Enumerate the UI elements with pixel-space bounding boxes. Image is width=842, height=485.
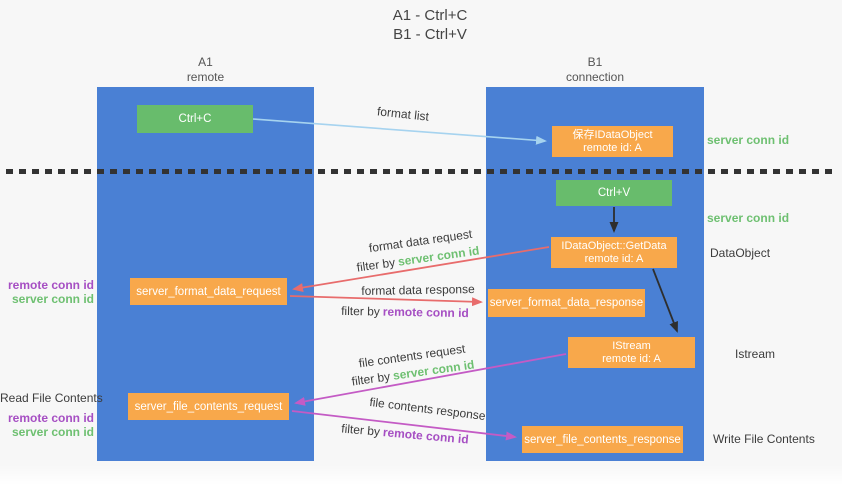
save-idataobject-remote-id: remote id: A	[583, 141, 642, 154]
save-idataobject-node: 保存IDataObject remote id: A	[552, 126, 673, 157]
getdata-label: IDataObject::GetData	[561, 239, 667, 252]
server-format-data-response-label: server_format_data_response	[489, 297, 644, 309]
server-conn-id-label-1: server conn id	[11, 292, 94, 306]
filter-by-text: filter by	[355, 255, 397, 275]
save-idataobject-label: 保存IDataObject	[572, 128, 653, 141]
read-file-contents-label: Read File Contents	[0, 391, 103, 405]
ctrl-c-node: Ctrl+C	[137, 105, 253, 133]
istream-side-label: Istream	[735, 347, 776, 361]
istream-label: IStream	[612, 339, 651, 352]
server-format-data-request-label: server_format_data_request	[136, 285, 281, 298]
lifeline-b1-role: connection	[565, 70, 625, 84]
getdata-remote-id: remote id: A	[584, 252, 644, 265]
lifeline-header-b1: B1 connection	[486, 55, 704, 85]
remote-conn-id-value: remote conn id	[382, 304, 469, 321]
server-conn-id-label-mid: server conn id	[707, 211, 790, 225]
title-line-1: A1 - Ctrl+C	[392, 7, 468, 24]
file-contents-response-edge-label: file contents response	[368, 394, 487, 424]
istream-remote-id: remote id: A	[602, 352, 661, 365]
ctrl-v-node: Ctrl+V	[556, 180, 672, 206]
server-file-contents-response-label: server_file_contents_response	[524, 433, 681, 446]
write-file-contents-label: Write File Contents	[713, 432, 815, 446]
server-format-data-response-node: server_format_data_response	[488, 289, 645, 317]
lifeline-a1-name: A1	[198, 55, 213, 69]
format-list-edge-label: format list	[376, 104, 430, 124]
remote-conn-id-value: remote conn id	[382, 425, 470, 447]
phase-separator-dotted-line	[6, 169, 836, 174]
server-file-contents-request-node: server_file_contents_request	[128, 393, 289, 420]
filter-by-text: filter by	[340, 421, 381, 439]
filter-by-text: filter by	[350, 369, 392, 389]
dataobject-label: DataObject	[710, 246, 771, 260]
diagram-title: A1 - Ctrl+C B1 - Ctrl+V	[280, 6, 580, 44]
istream-node: IStream remote id: A	[568, 337, 695, 368]
server-conn-id-label-top: server conn id	[707, 133, 790, 147]
lifeline-b1-name: B1	[587, 55, 603, 69]
server-file-contents-response-node: server_file_contents_response	[522, 426, 683, 453]
remote-conn-id-label-1: remote conn id	[7, 278, 94, 292]
server-conn-id-label-2: server conn id	[11, 425, 94, 439]
lifeline-header-a1: A1 remote	[97, 55, 314, 85]
format-data-response-edge-label: format data response	[361, 282, 475, 298]
server-file-contents-request-label: server_file_contents_request	[134, 400, 283, 413]
ctrl-c-label: Ctrl+C	[178, 113, 212, 125]
lifeline-a1-role: remote	[186, 70, 225, 84]
filter-by-text: filter by	[341, 303, 380, 319]
title-line-2: B1 - Ctrl+V	[393, 26, 467, 43]
server-format-data-request-node: server_format_data_request	[130, 278, 287, 305]
remote-conn-id-label-2: remote conn id	[7, 411, 94, 425]
ctrl-v-label: Ctrl+V	[597, 187, 631, 199]
getdata-node: IDataObject::GetData remote id: A	[551, 237, 677, 268]
